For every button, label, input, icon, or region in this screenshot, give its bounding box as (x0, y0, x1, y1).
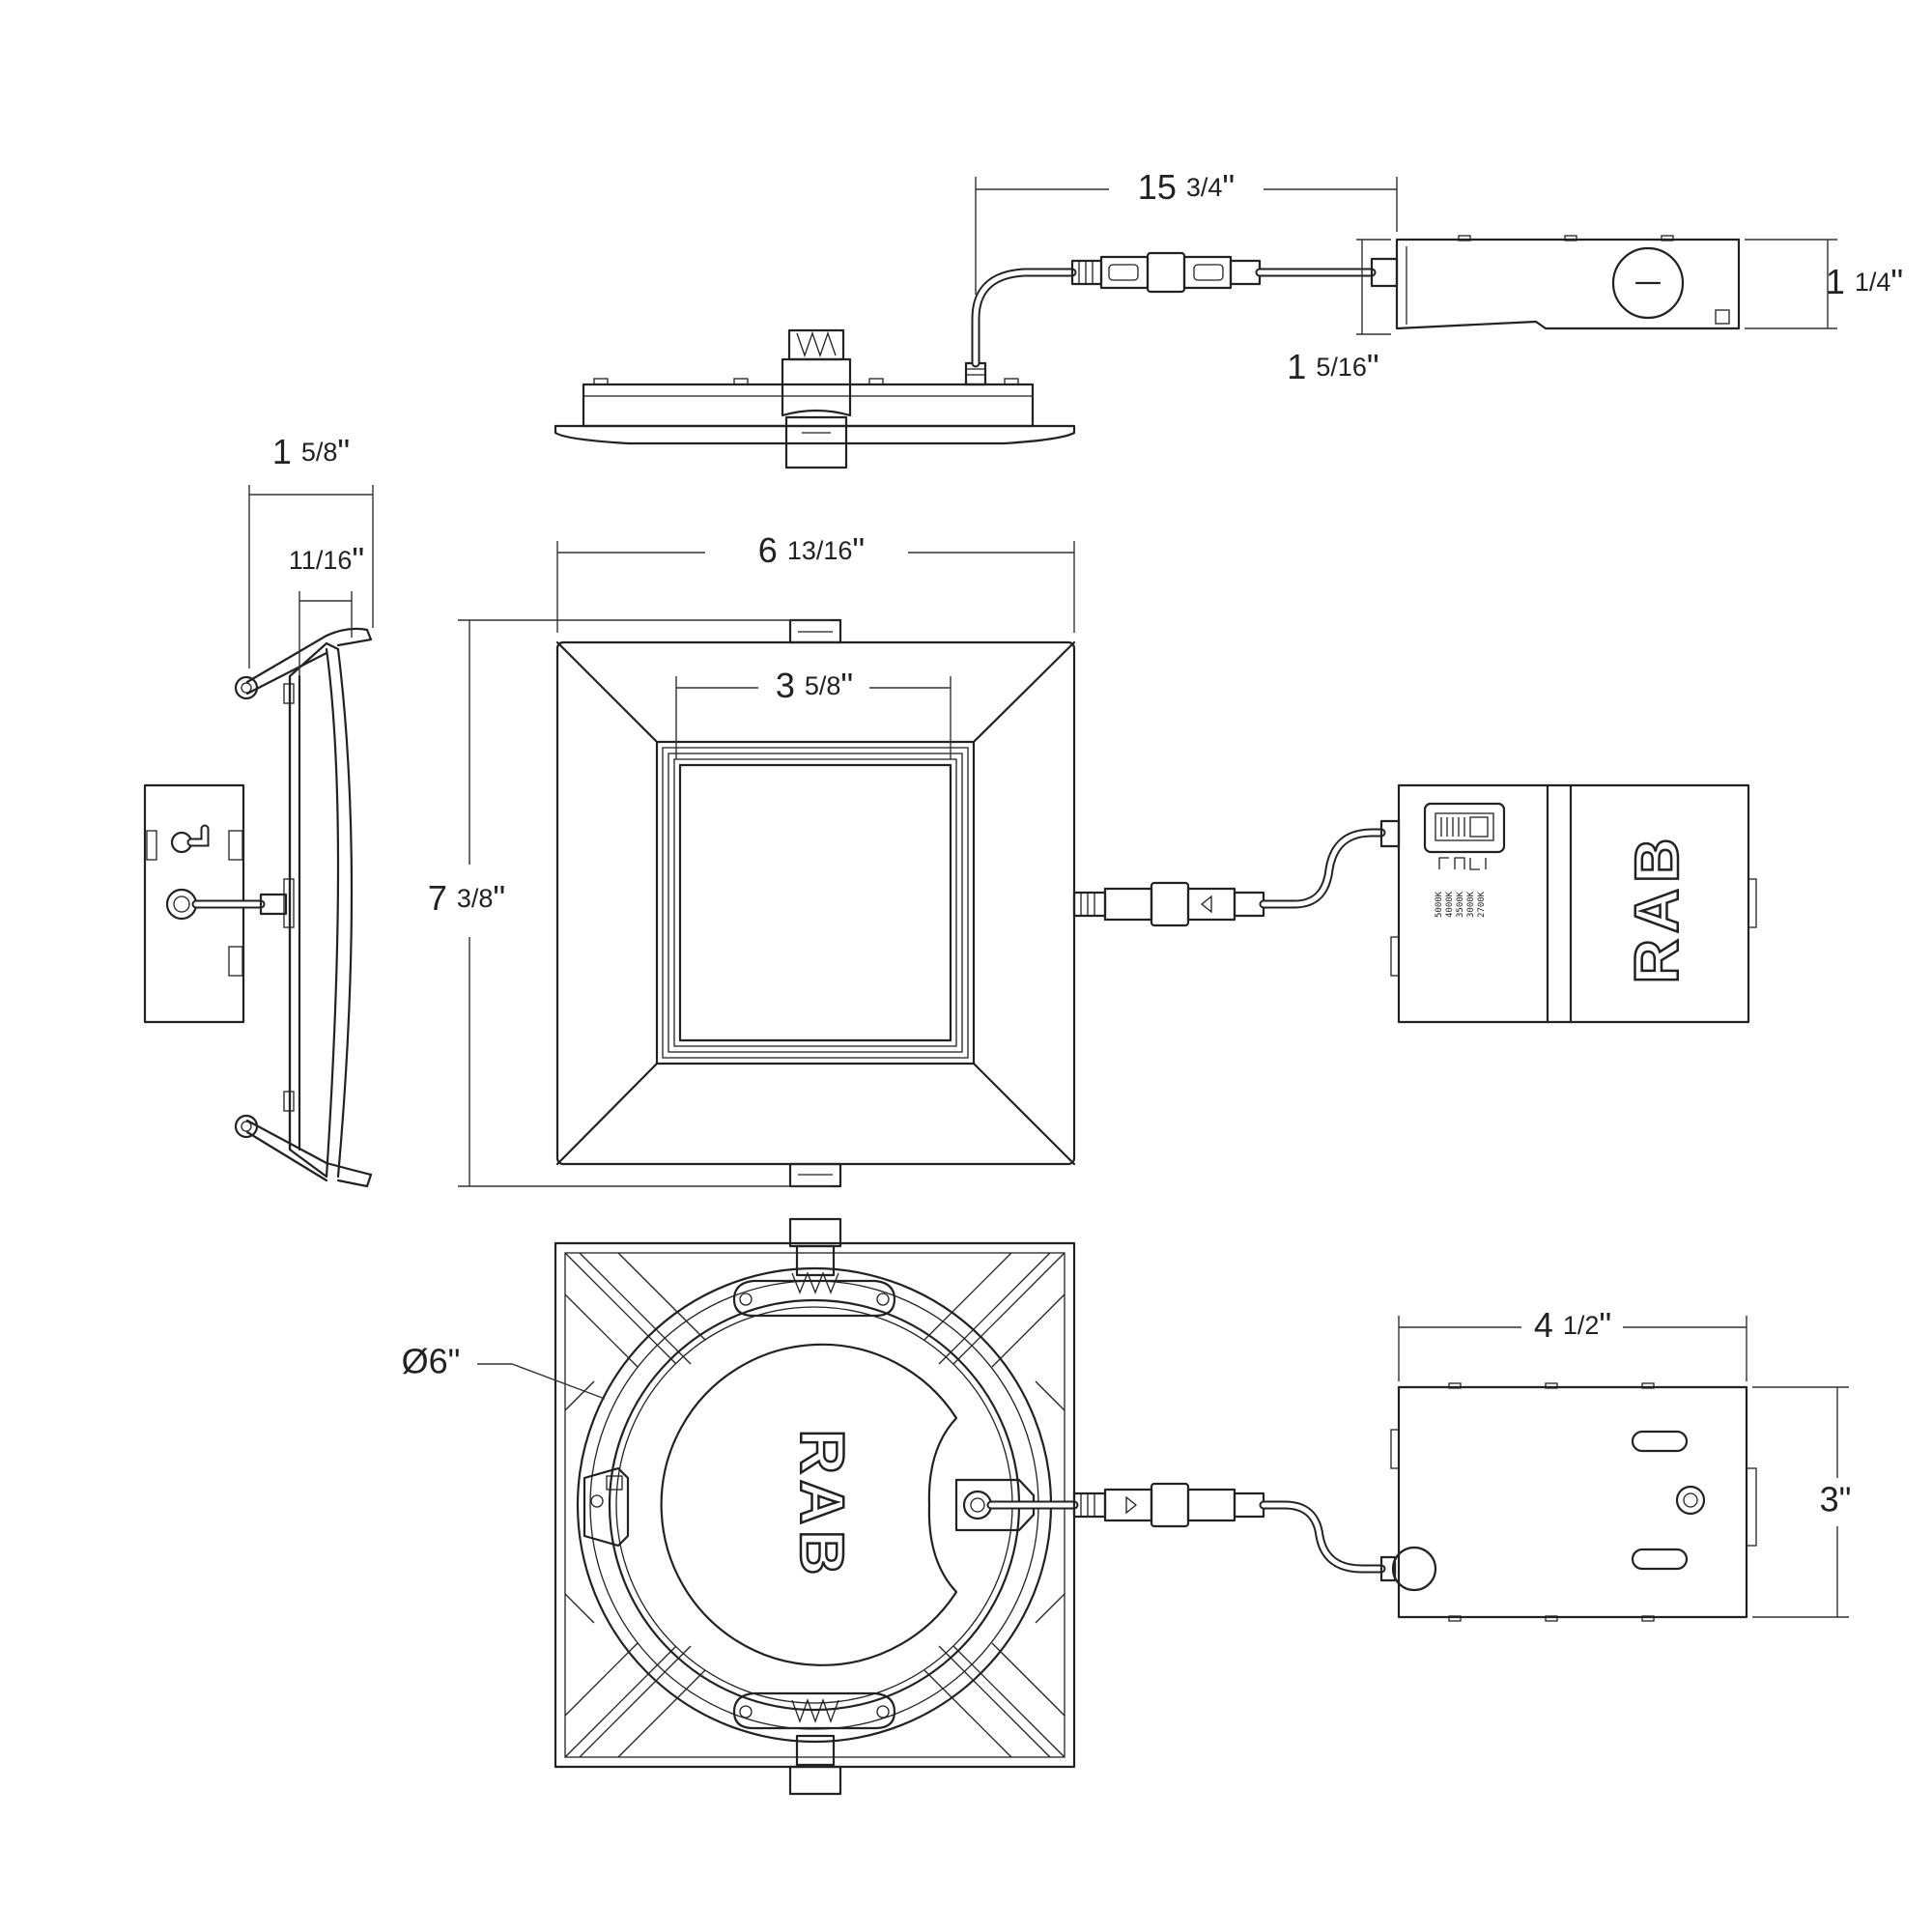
dimension-overall-height: 7 3/8" (428, 619, 831, 1187)
svg-text:7 3/8": 7 3/8" (428, 878, 505, 918)
svg-text:4 1/2": 4 1/2" (1534, 1305, 1611, 1345)
dimension-driver-box-height: 1 1/4" (1745, 239, 1903, 329)
dimension-junction-box-length: 4 1/2" (1398, 1305, 1747, 1381)
svg-text:6 13/16": 6 13/16" (758, 530, 865, 570)
dimension-trim-depth: 11/16" (289, 540, 364, 676)
brand-logo: RAB (1622, 833, 1691, 984)
dimension-body-diameter: Ø6" (402, 1342, 606, 1400)
dimension-overall-depth: 1 5/8" (248, 432, 374, 668)
edge-view (143, 627, 373, 1188)
dimension-driver-cable-length: 15 3/4" (975, 167, 1398, 295)
svg-text:1 1/4": 1 1/4" (1826, 262, 1903, 301)
svg-text:3": 3" (1820, 1480, 1852, 1520)
svg-text:15 3/4": 15 3/4" (1138, 167, 1235, 207)
cct-options-list: 5000K 4000K 3500K 3000K 2700K (1435, 891, 1487, 918)
svg-text:Ø6": Ø6" (402, 1342, 461, 1381)
dimension-overall-width: 6 13/16" (556, 530, 1075, 633)
cct-option: 4000K (1445, 891, 1455, 918)
front-trim-view: 5000K 4000K 3500K 3000K 2700K RAB (555, 618, 1757, 1188)
cct-option: 5000K (1435, 891, 1444, 918)
svg-text:1 5/16": 1 5/16" (1287, 347, 1378, 386)
cct-option: 3000K (1466, 891, 1476, 918)
back-view: RAB (554, 1217, 1757, 1796)
dimension-aperture-width: 3 5/8" (675, 666, 952, 759)
side-profile-view (554, 235, 1741, 469)
brand-logo: RAB (787, 1430, 857, 1581)
cct-option: 3500K (1456, 891, 1465, 918)
cct-option: 2700K (1477, 891, 1487, 918)
svg-text:1 5/8": 1 5/8" (272, 432, 350, 471)
svg-text:11/16": 11/16" (289, 540, 364, 580)
dimension-junction-box-width: 3" (1752, 1386, 1852, 1618)
svg-text:3 5/8": 3 5/8" (776, 666, 853, 705)
dimension-fixture-profile-height: 1 5/16" (1287, 239, 1391, 386)
